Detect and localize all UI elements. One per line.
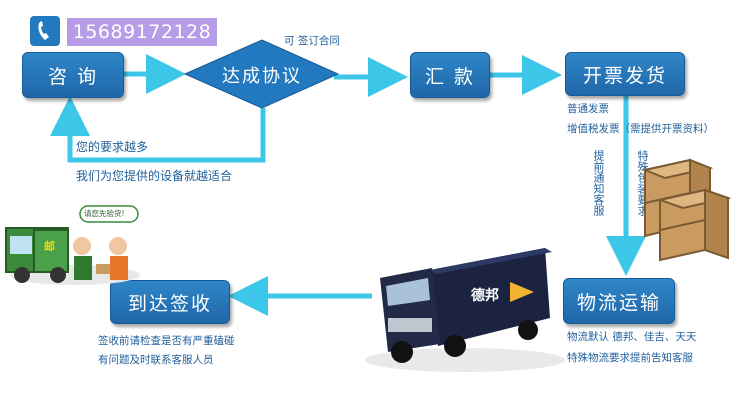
- note-sign-contract: 可 签订合同: [284, 35, 340, 47]
- note-normal-invoice: 普通发票: [567, 103, 609, 115]
- phone-number-badge: 15689172128: [67, 18, 217, 46]
- step-invoice: 开票发货: [565, 52, 685, 96]
- step-pay-label: 汇 款: [424, 65, 476, 88]
- note-logistics-special: 特殊物流要求提前告知客服: [567, 352, 693, 364]
- step-pay: 汇 款: [410, 52, 490, 98]
- step-consult: 咨 询: [22, 52, 124, 98]
- note-problems: 有问题及时联系客服人员: [98, 354, 214, 366]
- postman-speech-bubble: 请您先验货!: [84, 209, 125, 218]
- note-better-fit: 我们为您提供的设备就越适合: [76, 169, 233, 183]
- note-special-pack: 特殊包装要求: [636, 150, 649, 216]
- step-sign-label: 到达签收: [127, 292, 212, 315]
- note-vat-invoice: 增值税发票（需提供开票资料）: [567, 123, 714, 135]
- note-inspect: 签收前请检查是否有严重磕碰: [98, 335, 235, 347]
- mail-truck-label: 邮: [44, 240, 55, 253]
- phone-icon: [30, 16, 60, 46]
- step-sign: 到达签收: [110, 280, 230, 324]
- step-agree-label: 达成协议: [222, 66, 302, 87]
- arrow-feedback-loop: [50, 96, 266, 163]
- note-more-requirements: 您的要求越多: [76, 140, 149, 154]
- note-logistics-default: 物流默认 德邦、佳吉、天天: [567, 331, 697, 343]
- step-transport: 物流运输: [563, 278, 675, 324]
- step-consult-label: 咨 询: [47, 65, 99, 88]
- note-notify-customer: 提前通知客服: [592, 150, 605, 216]
- step-transport-label: 物流运输: [576, 291, 661, 314]
- trailer-brand-label: 德邦: [471, 288, 499, 304]
- step-invoice-label: 开票发货: [582, 64, 667, 87]
